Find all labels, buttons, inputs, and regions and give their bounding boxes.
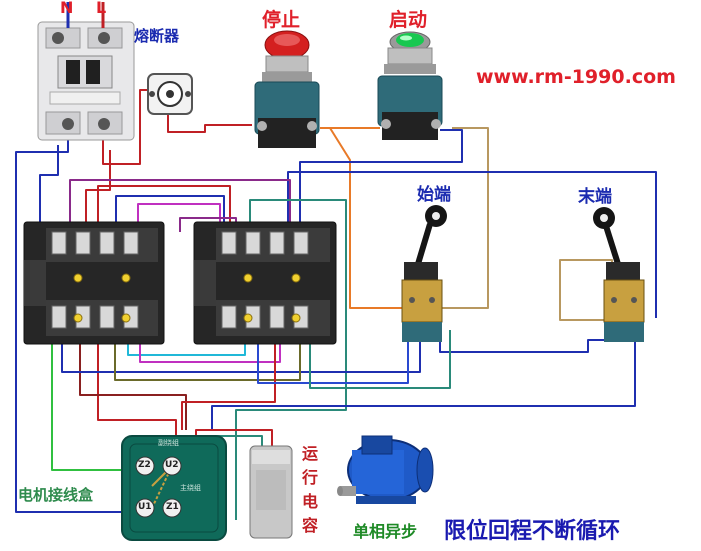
contactor-reverse <box>193 221 337 345</box>
terminal-z1: Z1 <box>166 502 179 512</box>
wire-limit-bottom-teal <box>309 330 451 389</box>
limit-switch-end <box>593 207 645 342</box>
website-label: www.rm-1990.com <box>476 66 676 88</box>
neutral-label: N <box>60 0 74 17</box>
terminal-u1: U1 <box>138 502 152 512</box>
wire-limit-bottom-navy <box>439 330 610 353</box>
wire-bottom-blue-long <box>257 310 409 384</box>
motor-box-label: 电机接线盒 <box>18 486 94 504</box>
fuse-label: 熔断器 <box>134 27 180 45</box>
wire-bus-red <box>97 185 231 232</box>
circuit-breaker <box>37 2 135 141</box>
run-capacitor-body <box>249 445 293 539</box>
wire-end-blue <box>211 330 636 430</box>
diagram-title: 限位回程不断循环 <box>444 519 621 544</box>
wire-start-orange <box>329 127 420 309</box>
box-header-text: 副绕组 <box>158 439 179 447</box>
wire-bottom-red <box>97 340 177 440</box>
start-button[interactable] <box>377 31 443 140</box>
stop-label: 停止 <box>262 9 301 31</box>
wire-breaker-n-contactor <box>39 145 59 232</box>
run-capacitor-label: 运行电容 <box>302 444 319 535</box>
terminal-z2: Z2 <box>138 460 151 470</box>
motor-junction-box <box>121 435 227 541</box>
stop-button[interactable] <box>254 30 320 148</box>
wire-bottom-olive <box>114 340 301 381</box>
box-sub-text: 主绕组 <box>180 484 201 492</box>
wire-neutral-blue <box>15 140 122 513</box>
wire-bottom-cyan <box>127 340 246 356</box>
wire-bus-navy <box>115 195 225 232</box>
wire-start-tan <box>440 127 489 309</box>
wires <box>15 89 657 520</box>
wire-bus-purple <box>69 179 291 232</box>
start-label: 启动 <box>389 9 428 31</box>
wire-limit-top-navy <box>287 171 657 318</box>
end-limit-label: 末端 <box>578 187 612 207</box>
wire-start-blue <box>299 129 463 232</box>
motor-label: 单相异步 <box>353 522 418 541</box>
wire-green-motor <box>51 340 122 471</box>
motor-icon <box>337 435 434 504</box>
wire-bus-teal <box>235 199 347 520</box>
wire-bottom-red2 <box>181 342 276 430</box>
wire-bottom-navy <box>61 320 421 373</box>
live-label: L <box>96 0 107 17</box>
wire-bottom-magenta <box>139 340 281 363</box>
start-limit-label: 始端 <box>417 185 451 205</box>
limit-switch-start <box>401 205 447 342</box>
terminal-u2: U2 <box>165 460 179 470</box>
wire-live-red <box>102 89 152 165</box>
wire-bottom-darkred <box>79 340 187 430</box>
fuse <box>147 73 193 115</box>
wire-fuse-to-stop <box>167 115 252 133</box>
contactor-forward <box>23 221 165 345</box>
